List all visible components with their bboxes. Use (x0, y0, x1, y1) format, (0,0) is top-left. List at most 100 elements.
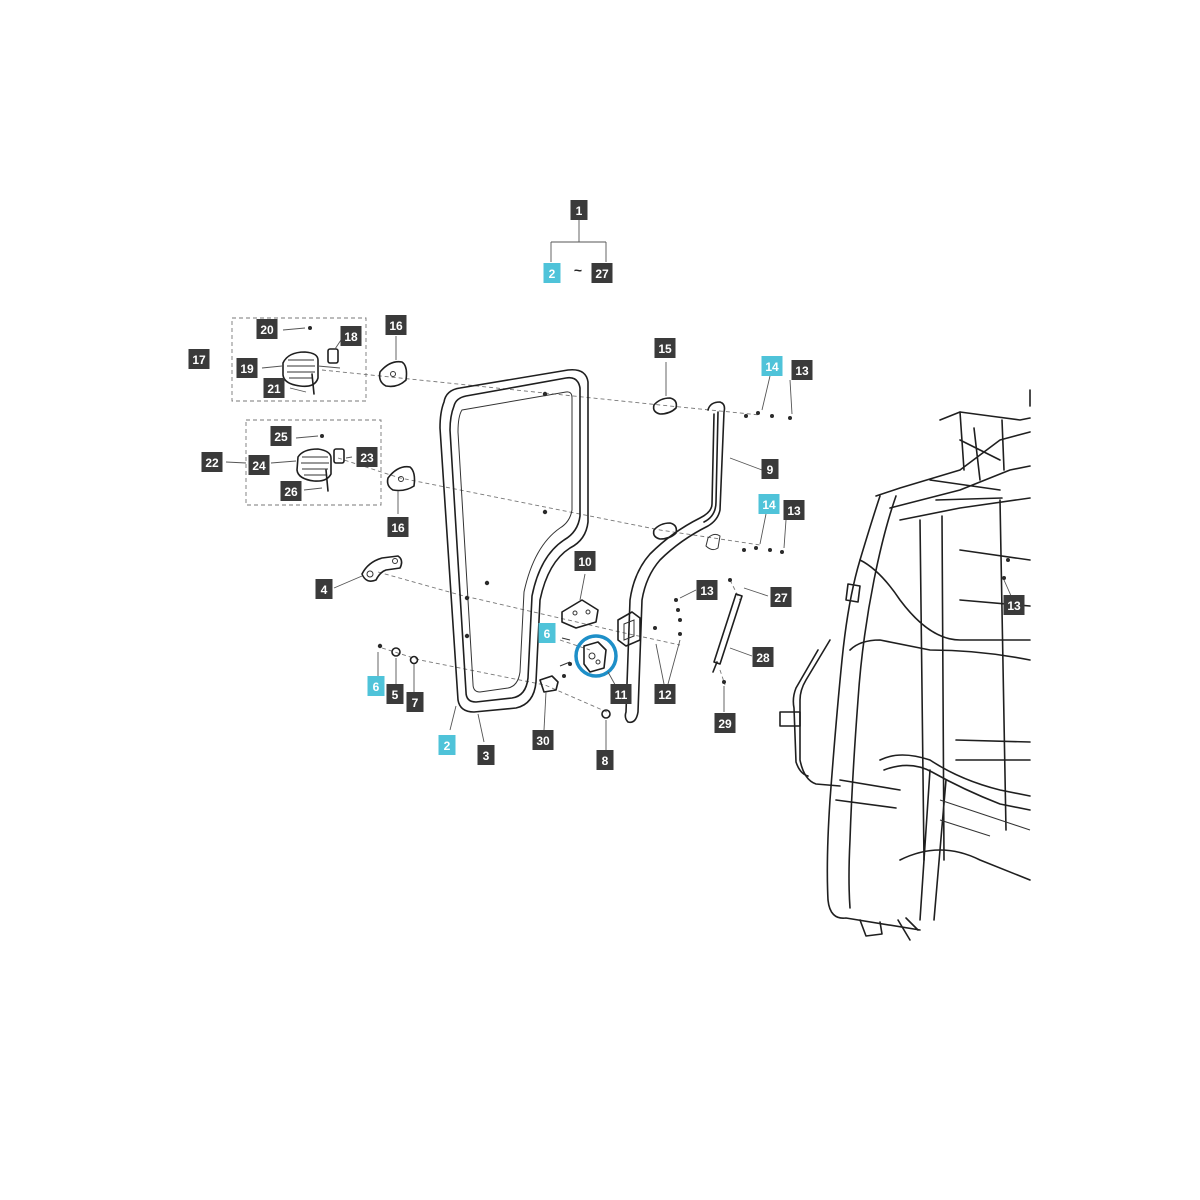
callout-box (591, 263, 613, 283)
callout-box (570, 200, 588, 220)
callout-number: 6 (544, 627, 551, 641)
callout: 13 (1003, 595, 1025, 615)
latch-catch (539, 675, 559, 731)
callout-box (596, 750, 614, 770)
callout-number: 3 (483, 749, 490, 763)
callout-number: 8 (602, 754, 609, 768)
callout-highlight: 2 (543, 263, 561, 283)
callout: 13 (783, 500, 805, 520)
callout: 23 (356, 447, 378, 467)
assembly-bracket: ~ (550, 220, 607, 278)
callout-box (1003, 595, 1025, 615)
callout: 15 (654, 338, 676, 358)
callout-box (532, 730, 554, 750)
callout-number: 13 (795, 364, 809, 378)
callout-number: 4 (321, 583, 328, 597)
callout: 27 (591, 263, 613, 283)
callout: 21 (263, 378, 285, 398)
callout-box (385, 315, 407, 335)
callout-box (758, 494, 780, 514)
callout-box (714, 713, 736, 733)
callout: 19 (236, 358, 258, 378)
callout-number: 10 (578, 555, 592, 569)
callout-box (761, 356, 783, 376)
callout-box (574, 551, 596, 571)
callout-box (270, 426, 292, 446)
callout-box (761, 459, 779, 479)
callout-box (280, 481, 302, 501)
callout-number: 2 (549, 267, 556, 281)
callout-number: 13 (700, 584, 714, 598)
callout: 13 (696, 580, 718, 600)
callout-box (770, 587, 792, 607)
callout-number: 19 (240, 362, 254, 376)
callout: 27 (770, 587, 792, 607)
callout-box (356, 447, 378, 467)
callout-box (696, 580, 718, 600)
callout-number: 29 (718, 717, 732, 731)
callout-number: 2 (444, 739, 451, 753)
rubber-pad-lower (652, 522, 678, 540)
callout: 8 (596, 750, 614, 770)
callout-box (263, 378, 285, 398)
callout-box (201, 452, 223, 472)
range-separator: ~ (574, 262, 582, 278)
callout-number: 25 (274, 430, 288, 444)
callout-number: 22 (205, 456, 219, 470)
callout: 10 (574, 551, 596, 571)
callout-box (386, 684, 404, 704)
callout-box (406, 692, 424, 712)
callout: 30 (532, 730, 554, 750)
callout: 5 (386, 684, 404, 704)
callout-number: 16 (391, 521, 405, 535)
callout: 1 (570, 200, 588, 220)
callout: 18 (340, 326, 362, 346)
callout-number: 13 (1007, 599, 1021, 613)
callout-number: 14 (765, 360, 779, 374)
callout-box (387, 517, 409, 537)
callout-number: 20 (260, 323, 274, 337)
callout-highlight: 14 (761, 356, 783, 376)
callout-box (367, 676, 385, 696)
callout-number: 27 (595, 267, 609, 281)
callout-number: 15 (658, 342, 672, 356)
callout-highlight: 6 (367, 676, 385, 696)
callout-box (543, 263, 561, 283)
callout: 11 (610, 684, 632, 704)
small-fasteners (377, 637, 572, 692)
callout-box (236, 358, 258, 378)
hinge-kit-upper (261, 326, 342, 395)
callout-number: 18 (344, 330, 358, 344)
callout-number: 26 (284, 485, 298, 499)
callout: 29 (714, 713, 736, 733)
callout: 3 (477, 745, 495, 765)
callout-box (438, 735, 456, 755)
rubber-pad-upper (652, 362, 678, 415)
callout-number: 1 (576, 204, 583, 218)
callout-number: 17 (192, 353, 206, 367)
callout: 25 (270, 426, 292, 446)
callout-highlight: 14 (758, 494, 780, 514)
callout-box (538, 623, 556, 643)
callout-number: 23 (360, 451, 374, 465)
callout: 20 (256, 319, 278, 339)
callout: 16 (387, 517, 409, 537)
callout-number: 13 (787, 504, 801, 518)
callout: 24 (248, 455, 270, 475)
callout-box (188, 349, 210, 369)
hinge-plate-lower (386, 465, 416, 514)
assembly-lines (321, 369, 761, 713)
callout: 17 (188, 349, 210, 369)
callout-number: 27 (774, 591, 788, 605)
callout-highlight: 6 (538, 623, 556, 643)
callout-box (340, 326, 362, 346)
fasteners-lower (742, 513, 787, 554)
callout-number: 7 (412, 696, 419, 710)
callout-number: 28 (756, 651, 770, 665)
callout-number: 30 (536, 734, 550, 748)
callout-box (783, 500, 805, 520)
gas-strut (712, 578, 769, 712)
fasteners-mid (653, 589, 697, 685)
callout-number: 9 (767, 463, 774, 477)
